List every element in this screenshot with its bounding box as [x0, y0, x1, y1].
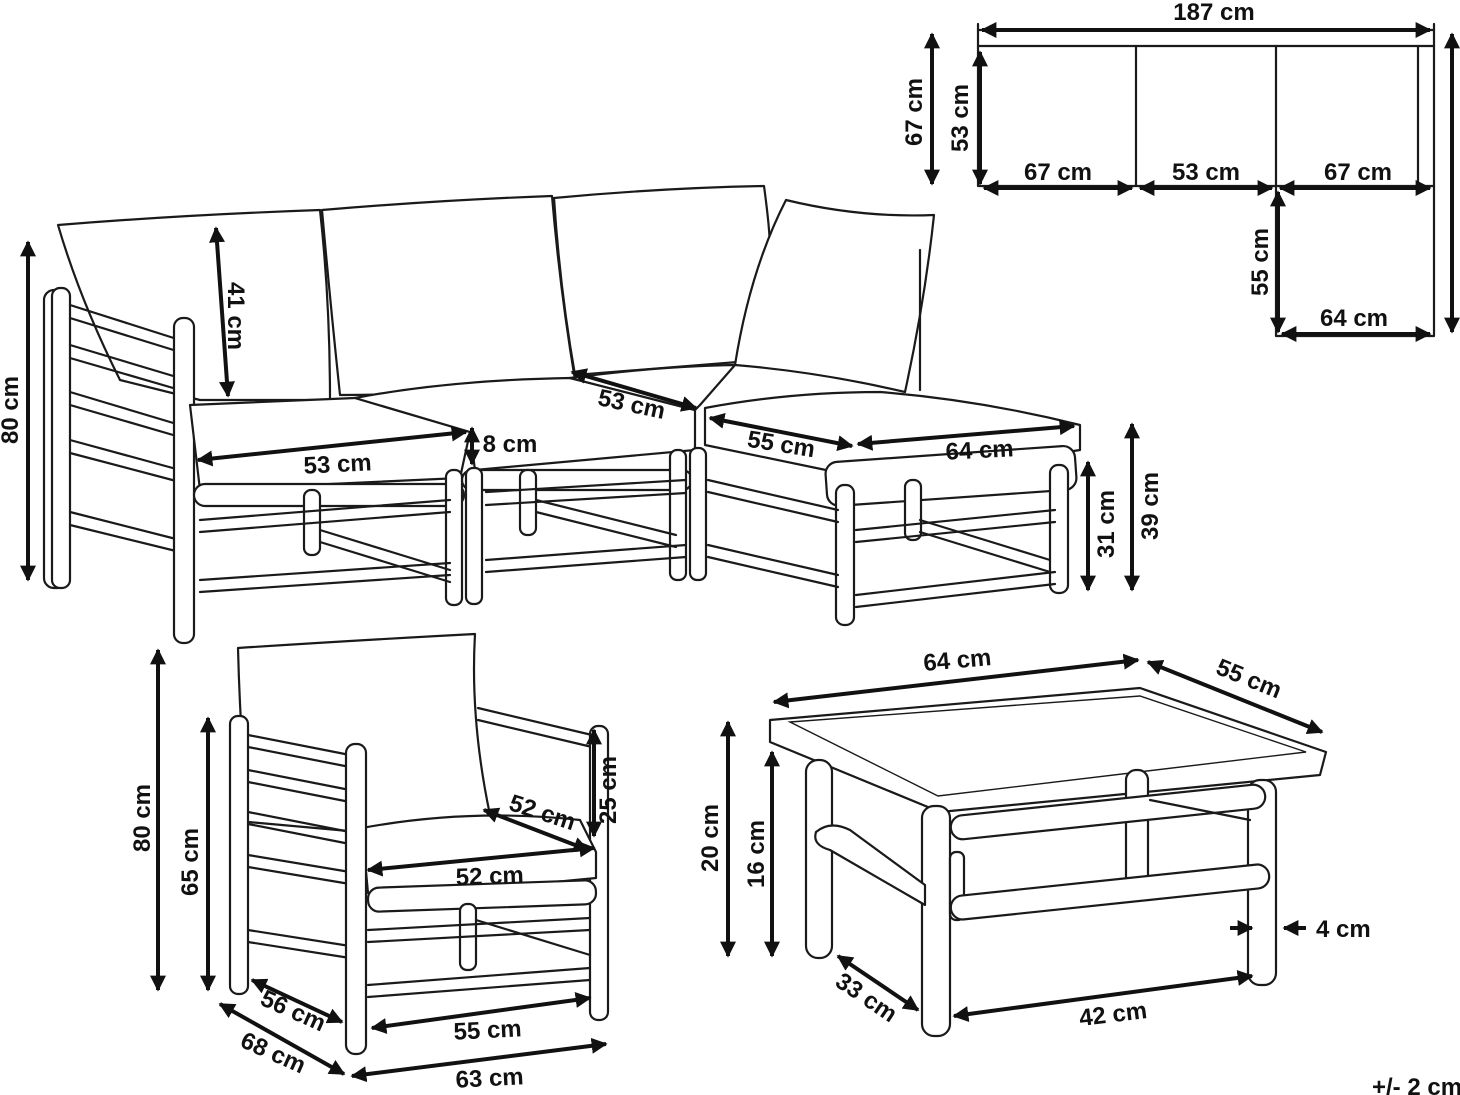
- plan-seg-mid-label: 53 cm: [1172, 159, 1240, 186]
- table-leg-span-label: 42 cm: [1078, 997, 1149, 1032]
- armchair-outer-width-label: 63 cm: [455, 1063, 524, 1094]
- sofa-back-cushion-label: 41 cm: [222, 282, 249, 350]
- sofa-height-label: 80 cm: [0, 376, 24, 444]
- table-height-label: 20 cm: [697, 804, 724, 872]
- armchair-arm-height-label: 65 cm: [177, 828, 204, 896]
- sofa-gap-label: 8 cm: [483, 431, 538, 458]
- table-top-width-label: 64 cm: [922, 644, 992, 677]
- plan-depth-left-label: 67 cm: [901, 78, 928, 146]
- table-leg-height-label: 16 cm: [743, 820, 770, 888]
- armchair-height-label: 80 cm: [129, 784, 156, 852]
- sofa-frame-height-label: 31 cm: [1093, 490, 1120, 558]
- armchair-seat-width-label: 52 cm: [455, 862, 524, 891]
- plan-seg-right-label: 67 cm: [1324, 159, 1392, 186]
- sofa-seat-left-label: 53 cm: [303, 449, 372, 480]
- armchair-drawing: 80 cm 65 cm 25 cm 52 cm 52 cm 56 cm 68 c…: [129, 632, 622, 1094]
- sofa-drawing: 80 cm 41 cm 53 cm 8 cm 53 cm 55 cm 64 cm…: [0, 184, 1164, 645]
- plan-ext-width-label: 64 cm: [1320, 305, 1388, 332]
- plan-total-width-label: 187 cm: [1173, 0, 1254, 26]
- sofa-seat-height-label: 39 cm: [1137, 472, 1164, 540]
- plan-seg-left-label: 67 cm: [1024, 159, 1092, 186]
- plan-depth-inner-label: 53 cm: [947, 84, 974, 152]
- tolerance-note: +/- 2 cm: [1372, 1074, 1460, 1095]
- table-leg-diameter-label: 4 cm: [1316, 916, 1371, 943]
- table-drawing: 64 cm 55 cm 20 cm 16 cm 4 cm 33 cm 42 cm: [697, 644, 1371, 1038]
- armchair-back-cushion-label: 25 cm: [595, 756, 622, 824]
- table-top-depth-label: 55 cm: [1212, 654, 1285, 705]
- plan-ext-depth-label: 55 cm: [1247, 228, 1274, 296]
- armchair-inner-width-label: 55 cm: [453, 1015, 522, 1046]
- plan-view: 187 cm 67 cm 53 cm 67 cm 53 cm 67 cm 55 …: [901, 0, 1460, 342]
- ottoman-width-label: 64 cm: [945, 435, 1014, 466]
